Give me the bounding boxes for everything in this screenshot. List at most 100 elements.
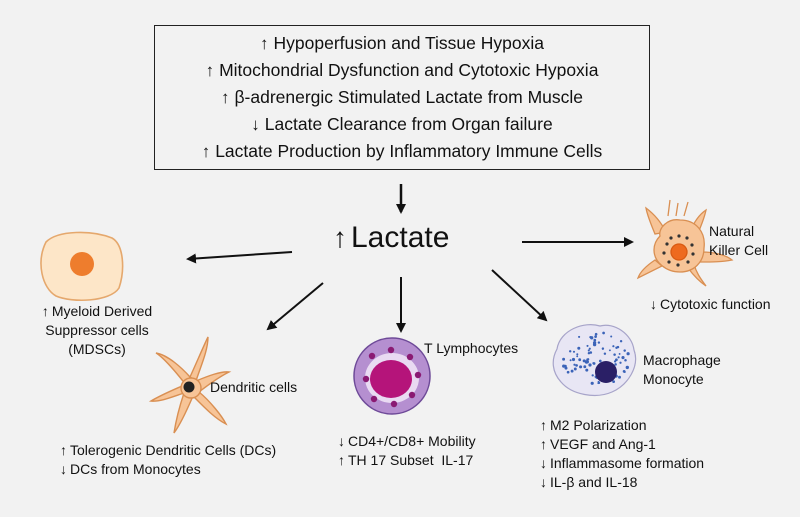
macrophage-granule [591,374,594,377]
macrophage-granule [613,353,616,356]
macrophage-granule [623,370,626,373]
dendritic-cell-name: Dendritic cells [210,379,298,395]
macrophage-granule [618,352,621,355]
macrophage-granule [622,356,625,359]
macrophage-granule [612,345,615,348]
macrophage-effect-4: ↓IL-β and IL-18 [540,473,704,492]
macrophage-granule [624,359,627,362]
cause-mitochondrial: ↑Mitochondrial Dysfunction and Cytotoxic… [206,57,599,84]
macrophage-granule [616,345,620,349]
macrophage-granule [597,381,601,385]
macrophage-granule [588,347,591,350]
arrow-to-mdsc [186,251,293,264]
effect-text: CD4+/CD8+ Mobility [348,433,476,449]
macrophage-granule [601,347,605,350]
dendritic-effect-1: ↑Tolerogenic Dendritic Cells (DCs) [60,441,276,460]
macrophage-granule [578,358,582,362]
cause-clearance: ↓Lactate Clearance from Organ failure [251,111,552,138]
macrophage-granule [586,358,589,361]
macrophage-granule [590,336,594,340]
cause-text: Lactate Clearance from Organ failure [264,114,553,134]
macrophage-granule [577,346,581,350]
cause-text: Hypoperfusion and Tissue Hypoxia [273,33,544,53]
macrophage-granule [570,369,574,373]
macrophage-granule [625,365,629,370]
macrophage-granule [623,349,626,352]
effect-text: Inflammasome formation [550,455,705,471]
macrophage-granule [603,352,607,355]
effect-text: Tolerogenic Dendritic Cells (DCs) [70,442,277,458]
macrophage-granule [619,339,623,343]
up-arrow-icon: ↑ [333,222,347,253]
macrophage-granule [617,356,620,359]
macrophage-granule [608,349,611,352]
macrophage-granule [619,361,622,364]
macrophage-effects: ↑M2 Polarization ↑VEGF and Ang-1 ↓Inflam… [540,416,704,492]
effect-text: M2 Polarization [550,417,647,433]
macrophage-granule [618,375,621,379]
macrophage-granule [576,355,579,358]
macrophage-granule [586,344,589,347]
macrophage-effect-3: ↓Inflammasome formation [540,454,704,473]
up-arrow-icon: ↑ [220,88,230,107]
mdsc-label: ↑Myeloid Derived Suppressor cells (MDSCs… [14,302,180,359]
macrophage-granule [588,363,592,367]
macrophage-granule [598,359,602,363]
t-lymphocytes-name: T Lymphocytes [424,340,519,356]
mdsc-name-line1: ↑Myeloid Derived [14,302,180,321]
macrophage-name: Macrophage Monocyte [643,351,721,389]
mdsc-name-line2: Suppressor cells [45,322,149,338]
up-arrow-icon: ↑ [60,442,67,458]
cause-beta-adrenergic: ↑β-adrenergic Stimulated Lactate from Mu… [221,84,583,111]
up-arrow-icon: ↑ [260,34,269,53]
dendritic-cell-icon [148,336,232,434]
macrophage-granule [562,357,566,361]
macrophage-effect-2: ↑VEGF and Ang-1 [540,435,704,454]
macrophage-granule [615,358,618,362]
nk-cell-name: Natural Killer Cell [709,222,768,260]
macrophage-name-line1: Macrophage [643,352,721,368]
lactate-node: ↑Lactate [333,221,473,255]
macrophage-granule [585,360,589,364]
macrophage-granule [594,335,597,338]
macrophage-granule [571,357,576,362]
up-arrow-icon: ↑ [41,303,49,319]
nk-effects: ↓Cytotoxic function [650,295,771,314]
macrophage-granule [583,365,587,369]
t-lymphocyte-effect-2: ↑TH 17 Subset IL-17 [338,451,476,470]
up-arrow-icon: ↑ [540,436,547,452]
arrow-to-dendritic [266,282,324,331]
macrophage-granule [597,341,601,344]
down-arrow-icon: ↓ [60,461,67,477]
cause-hypoperfusion: ↑Hypoperfusion and Tissue Hypoxia [260,30,544,57]
macrophage-granule [573,363,576,366]
nk-name-line1: Natural [709,223,755,239]
macrophage-granule [569,359,572,362]
macrophage-granule [602,331,605,335]
macrophage-granule [582,359,586,363]
up-arrow-icon: ↑ [540,417,547,433]
macrophage-granule [573,367,577,371]
lactate-label: Lactate [351,221,450,254]
cause-text: β-adrenergic Stimulated Lactate from Mus… [234,87,584,107]
effect-text: VEGF and Ang-1 [550,436,656,452]
down-arrow-icon: ↓ [338,433,345,449]
cause-text: Lactate Production by Inflammatory Immun… [215,141,603,161]
macrophage-granule [572,350,576,353]
macrophage-granule [575,364,578,367]
macrophage-granule [585,368,589,372]
macrophage-granule [587,351,591,355]
up-arrow-icon: ↑ [338,452,345,468]
down-arrow-icon: ↓ [540,474,547,490]
macrophage-granule [610,335,613,338]
macrophage-granule [568,350,572,353]
dendritic-effects: ↑Tolerogenic Dendritic Cells (DCs) ↓DCs … [60,441,276,479]
mdsc-name-text: Myeloid Derived [51,303,153,319]
macrophage-granule [612,380,615,383]
macrophage-granule [593,338,597,342]
arrow-to-macrophage [491,269,548,322]
t-lymphocyte-effect-1: ↓CD4+/CD8+ Mobility [338,432,476,451]
macrophage-granule [562,364,566,368]
effect-text: TH 17 Subset IL-17 [348,452,474,468]
